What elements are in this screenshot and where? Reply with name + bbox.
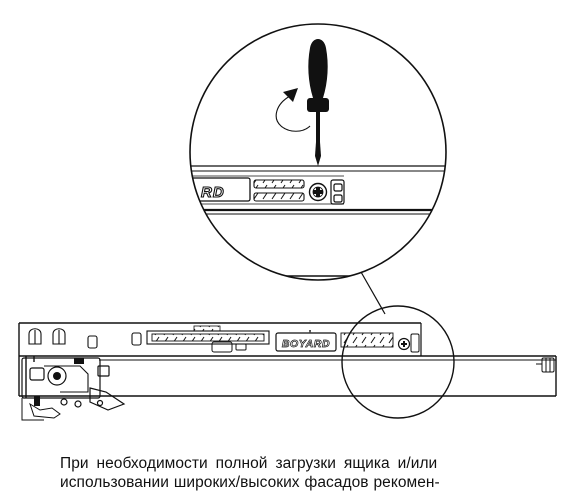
screwdriver-icon xyxy=(307,39,329,166)
rotate-arrow-icon xyxy=(275,88,311,132)
logo-fragment: RD xyxy=(201,184,225,201)
mounting-lugs xyxy=(28,328,142,349)
detail-connector xyxy=(360,271,386,315)
ventilation-slots-zoomed xyxy=(253,179,305,202)
instruction-text-line-1: При необходимости полной загрузки ящика … xyxy=(60,455,438,472)
logo-crown: ᴥ xyxy=(308,329,311,335)
magnified-detail: RD xyxy=(189,23,447,281)
phillips-screw-icon xyxy=(308,182,328,202)
logo-plate xyxy=(275,332,337,352)
end-clip-zoomed xyxy=(330,179,345,205)
ventilation-slots-main xyxy=(151,333,265,342)
rail-mechanism xyxy=(21,356,126,421)
instruction-text-line-2: использовании широких/высоких фасадов ре… xyxy=(60,474,440,491)
logo-plate-zoomed: RD xyxy=(190,177,251,202)
brand-logo: BOYARD xyxy=(282,338,330,350)
detail-circle xyxy=(341,305,455,419)
drawer-rail-assembly xyxy=(18,305,557,421)
front-bracket xyxy=(536,357,555,373)
assembly-illustration: RD xyxy=(18,23,557,421)
